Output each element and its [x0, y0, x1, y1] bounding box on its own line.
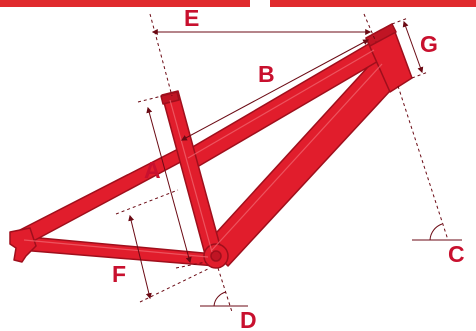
dim-g-line: [402, 20, 424, 74]
dim-e-extension-left: [149, 13, 173, 97]
dim-d-axis: [217, 267, 233, 313]
dim-g-extension-top: [391, 17, 409, 25]
header-bar: [0, 0, 476, 7]
label-e: E: [184, 5, 199, 31]
dim-f-extension-bottom: [139, 267, 211, 303]
dim-d-arc: [213, 291, 227, 307]
label-d: D: [240, 307, 257, 331]
seat-collar: [160, 91, 180, 105]
dim-c-axis: [397, 85, 449, 241]
dim-f-line: [128, 214, 152, 300]
dim-g-extension-bottom: [411, 71, 429, 79]
seat-tube: [161, 90, 223, 259]
bottom-bracket-hole: [210, 250, 222, 262]
header-gap: [250, 0, 270, 7]
dim-b-line: [180, 39, 370, 141]
label-b: B: [258, 61, 275, 87]
dim-a-line: [146, 106, 192, 264]
dim-a-extension-bottom: [175, 261, 207, 269]
dimension-lines: [115, 13, 462, 313]
dim-c-arc: [429, 223, 443, 241]
label-a: A: [144, 157, 161, 183]
label-c: C: [448, 241, 465, 267]
bike-frame: [9, 23, 413, 269]
label-f: F: [112, 261, 126, 287]
dim-e-extension-right: [363, 13, 377, 43]
rear-dropout: [9, 227, 37, 263]
dim-f-extension-top: [115, 189, 179, 215]
label-g: G: [420, 31, 438, 57]
dim-a-extension-top: [137, 95, 163, 103]
